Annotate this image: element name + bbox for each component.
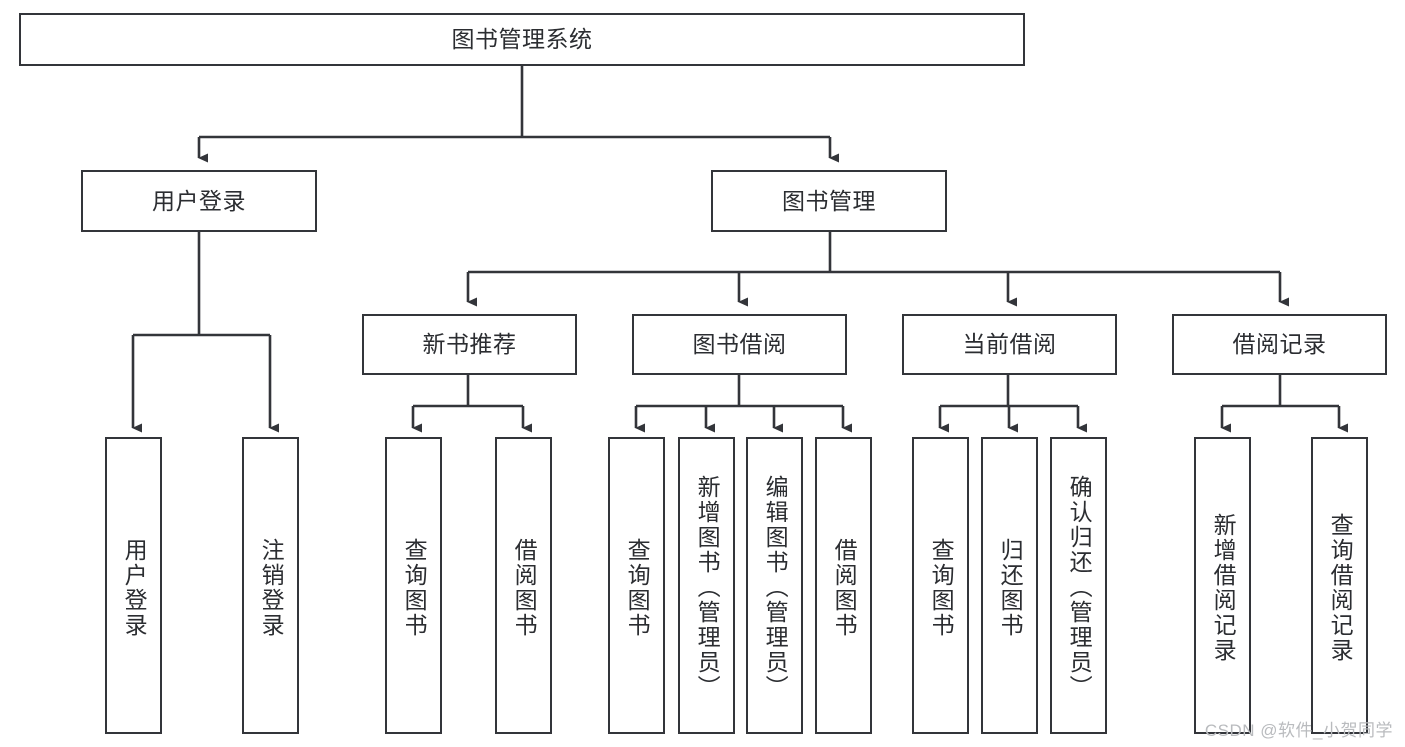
- leaf-user-login-login[interactable]: 用户登录: [105, 437, 162, 734]
- node-label: 新增图书（管理员）: [694, 475, 721, 700]
- node-label: 编辑图书（管理员）: [762, 475, 789, 700]
- leaf-book-borrow-borrow-book[interactable]: 借阅图书: [815, 437, 872, 734]
- leaf-borrow-record-query-record[interactable]: 查询借阅记录: [1311, 437, 1368, 734]
- node-book-borrow[interactable]: 图书借阅: [632, 314, 847, 375]
- node-current-borrow[interactable]: 当前借阅: [902, 314, 1117, 375]
- leaf-book-borrow-add-book-admin[interactable]: 新增图书（管理员）: [678, 437, 735, 734]
- leaf-current-borrow-return-book[interactable]: 归还图书: [981, 437, 1038, 734]
- node-label: 查询图书: [928, 537, 955, 638]
- node-book-management[interactable]: 图书管理: [711, 170, 947, 232]
- node-label: 查询借阅记录: [1327, 512, 1354, 663]
- leaf-new-book-query-book[interactable]: 查询图书: [385, 437, 442, 734]
- node-label: 注销登录: [258, 537, 285, 638]
- leaf-book-borrow-edit-book-admin[interactable]: 编辑图书（管理员）: [746, 437, 803, 734]
- node-label: 借阅记录: [1232, 331, 1327, 358]
- leaf-borrow-record-add-record[interactable]: 新增借阅记录: [1194, 437, 1251, 734]
- node-label: 新增借阅记录: [1210, 512, 1237, 663]
- leaf-current-borrow-query-book[interactable]: 查询图书: [912, 437, 969, 734]
- watermark-text: CSDN @软件_小贺同学: [1204, 721, 1393, 740]
- node-label: 查询图书: [624, 537, 651, 638]
- node-label: 用户登录: [121, 537, 148, 638]
- node-label: 图书借阅: [692, 331, 787, 358]
- node-label: 借阅图书: [831, 537, 858, 638]
- node-user-login[interactable]: 用户登录: [81, 170, 317, 232]
- node-label: 图书管理系统: [451, 26, 593, 53]
- node-label: 查询图书: [401, 537, 428, 638]
- leaf-new-book-borrow-book[interactable]: 借阅图书: [495, 437, 552, 734]
- leaf-user-login-logout[interactable]: 注销登录: [242, 437, 299, 734]
- leaf-current-borrow-confirm-return-admin[interactable]: 确认归还（管理员）: [1050, 437, 1107, 734]
- node-label: 归还图书: [997, 537, 1024, 638]
- node-label: 当前借阅: [962, 331, 1057, 358]
- node-root-book-management-system[interactable]: 图书管理系统: [19, 13, 1025, 66]
- node-new-book-recommend[interactable]: 新书推荐: [362, 314, 577, 375]
- node-label: 图书管理: [782, 187, 876, 214]
- node-label: 确认归还（管理员）: [1066, 475, 1093, 700]
- leaf-book-borrow-query-book[interactable]: 查询图书: [608, 437, 665, 734]
- node-label: 用户登录: [152, 187, 246, 214]
- node-label: 新书推荐: [422, 331, 517, 358]
- node-borrow-record[interactable]: 借阅记录: [1172, 314, 1387, 375]
- node-label: 借阅图书: [511, 537, 538, 638]
